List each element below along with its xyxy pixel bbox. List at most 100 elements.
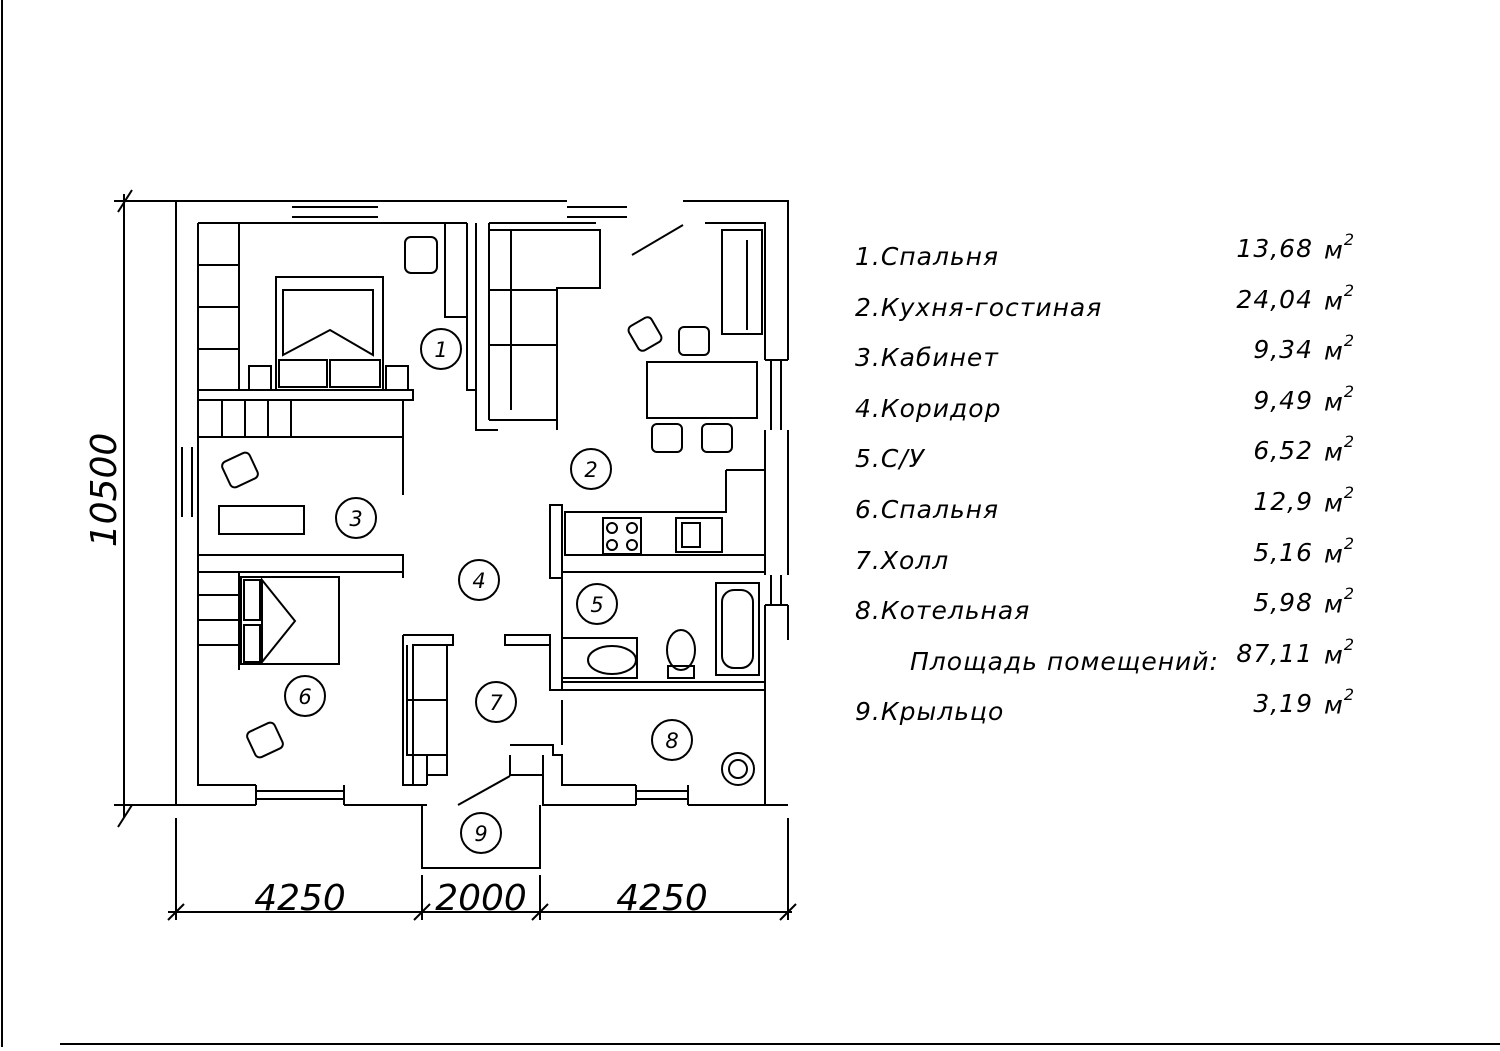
desk: [218, 505, 305, 535]
legend-row-6: 6.Спальня 12,9 м2: [855, 483, 1355, 546]
chair: [221, 451, 259, 489]
washbasin: [561, 637, 638, 679]
legend-row-4: 4.Коридор 9,49 м2: [855, 382, 1355, 445]
chair: [651, 423, 683, 453]
legend-room-area: 5,16: [1253, 537, 1313, 567]
dimension-height: 10500: [84, 433, 125, 548]
room-marker-circle: [570, 448, 612, 490]
dimension-line-vertical: [114, 189, 176, 828]
room-marker-circle: [335, 497, 377, 539]
legend-room-name: 5.С/У: [855, 444, 925, 474]
legend-room-area: 12,9: [1253, 486, 1313, 516]
door-swing: [631, 224, 684, 256]
room-6-wall: [198, 571, 454, 786]
legend-row-porch: 9.Крыльцо 3,19 м2: [855, 685, 1355, 748]
chair: [701, 423, 733, 453]
room-marker-1: 1: [434, 338, 447, 362]
legend-room-unit: м2: [1323, 634, 1355, 670]
legend-room-unit: м2: [1323, 432, 1355, 467]
legend-row-8: 8.Котельная 5,98 м2: [855, 584, 1355, 647]
room-8-wall: [509, 700, 636, 786]
legend-row-3: 3.Кабинет 9,34 м2: [855, 331, 1355, 394]
legend-row-5: 5.С/У 6,52 м2: [855, 432, 1355, 495]
room-marker-circle: [475, 681, 517, 723]
legend-room-area: 24,04: [1236, 284, 1313, 314]
room-marker-2: 2: [584, 458, 597, 482]
legend-room-name: 6.Спальня: [855, 494, 1000, 524]
window: [765, 575, 788, 606]
chair: [404, 236, 438, 274]
kitchen-counter: [564, 469, 765, 556]
washbasin-bowl: [587, 645, 637, 675]
room-marker-circle: [576, 583, 618, 625]
legend-room-unit: м2: [1323, 533, 1355, 568]
boiler: [721, 752, 755, 786]
nightstand: [385, 365, 409, 391]
legend-room-name: 2.Кухня-гостиная: [855, 292, 1103, 322]
legend-room-unit: м2: [1323, 482, 1355, 518]
legend-row-1: 1.Спальня 13,68 м2: [855, 230, 1355, 293]
wardrobe: [721, 229, 763, 335]
room-marker-3: 3: [349, 507, 362, 531]
chair: [627, 316, 663, 352]
dimension-width-right: 4250: [616, 878, 708, 919]
legend-room-unit: м2: [1323, 685, 1355, 720]
room-marker-8: 8: [665, 729, 678, 753]
sofa: [489, 229, 601, 421]
bed: [275, 276, 384, 391]
dining-table: [646, 361, 758, 419]
room-marker-6: 6: [298, 685, 311, 709]
outer-wall: [175, 200, 789, 806]
room-3-wall: [197, 400, 404, 578]
room-marker-5: 5: [590, 593, 603, 617]
stove-burner: [626, 539, 638, 551]
sink: [675, 517, 723, 553]
legend-room-area: 5,98: [1253, 588, 1313, 618]
stove-burner: [606, 539, 618, 551]
legend-row-total: Площадь помещений: 87,11 м2: [855, 635, 1355, 698]
toilet-tank: [667, 665, 695, 679]
sink-bowl: [681, 522, 701, 548]
legend-total-label: Площадь помещений:: [910, 646, 1219, 676]
wardrobe: [198, 222, 240, 390]
legend-room-unit: м2: [1323, 584, 1355, 619]
legend-room-area: 9,49: [1253, 385, 1313, 415]
dimension-width-middle: 2000: [435, 878, 527, 919]
stove: [602, 517, 642, 555]
wardrobe: [198, 571, 240, 670]
boiler-inner: [728, 759, 748, 779]
legend-room-area: 13,68: [1236, 234, 1313, 263]
legend-room-name: 7.Холл: [855, 545, 950, 575]
legend-total-area: 87,11: [1236, 638, 1313, 668]
room-marker-circle: [460, 812, 502, 854]
legend-room-name: 8.Котельная: [855, 596, 1031, 626]
legend-room-unit: м2: [1323, 331, 1355, 366]
window: [255, 785, 345, 805]
stove-burner: [626, 522, 638, 534]
legend-room-name: 4.Коридор: [855, 393, 1002, 423]
legend-row-2: 2.Кухня-гостиная 24,04 м2: [855, 281, 1355, 344]
chair: [246, 721, 284, 759]
room-marker-circle: [284, 675, 326, 717]
dimension-width-left: 4250: [254, 878, 346, 919]
stove-burner: [606, 522, 618, 534]
bed-pillows: [278, 289, 381, 388]
room-marker-circle: [458, 559, 500, 601]
room-marker-circle: [420, 328, 462, 370]
bathtub-inner: [721, 589, 754, 669]
legend-room-area: 3,19: [1253, 689, 1313, 719]
window: [175, 447, 199, 517]
room-1-wall: [444, 223, 476, 391]
window: [635, 785, 689, 805]
legend-room-unit: м2: [1323, 280, 1355, 315]
hall-wall: [426, 755, 448, 785]
room-marker-4: 4: [472, 569, 485, 593]
bed: [240, 576, 340, 665]
room-marker-9: 9: [474, 822, 487, 846]
legend-room-name: 3.Кабинет: [855, 343, 999, 373]
room-marker-7: 7: [489, 691, 503, 715]
door-swing: [457, 775, 511, 806]
legend-room-unit: м2: [1323, 230, 1355, 265]
toilet: [666, 629, 696, 671]
